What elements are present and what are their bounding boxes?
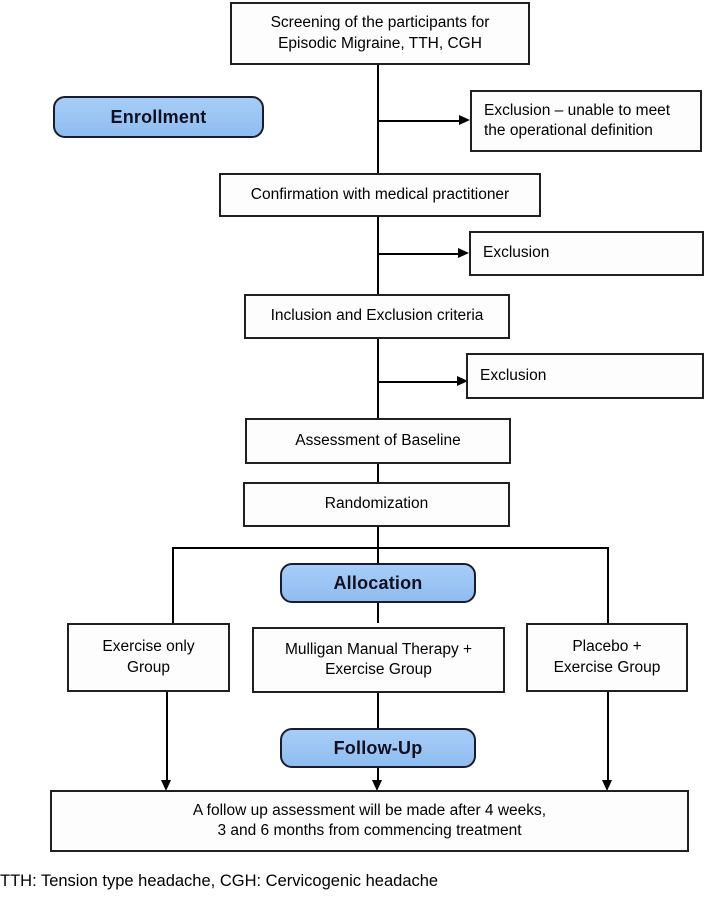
node-followup-outcome-line2: 3 and 6 months from commencing treatment bbox=[217, 822, 522, 839]
node-exclusion-3-label: Exclusion bbox=[480, 366, 547, 384]
arrowhead-outcome-right bbox=[602, 780, 612, 791]
node-screening-line1: Screening of the participants for bbox=[270, 14, 490, 32]
node-exclusion-1-line1: Exclusion – unable to meet bbox=[484, 101, 671, 119]
connector-group-right-to-outcome bbox=[607, 692, 609, 782]
node-criteria-label: Inclusion and Exclusion criteria bbox=[270, 307, 484, 325]
connector-branch-exclusion3 bbox=[377, 381, 459, 383]
connector-allocation-bus bbox=[172, 547, 609, 549]
connector-confirmation-to-criteria bbox=[377, 217, 379, 295]
node-group-exercise-only-line2: Group bbox=[126, 658, 171, 676]
node-baseline: Assessment of Baseline bbox=[245, 418, 511, 464]
node-group-placebo-exercise-line1: Placebo + bbox=[572, 638, 642, 656]
connector-branch-exclusion1 bbox=[377, 120, 461, 122]
arrowhead-exclusion1 bbox=[459, 115, 470, 125]
node-baseline-label: Assessment of Baseline bbox=[295, 431, 461, 449]
node-group-mulligan-exercise-line1: Mulligan Manual Therapy + bbox=[284, 640, 473, 658]
node-randomization: Randomization bbox=[243, 482, 510, 527]
connector-branch-exclusion2 bbox=[377, 253, 460, 255]
stage-badge-allocation-label: Allocation bbox=[333, 572, 423, 593]
node-screening: Screening of the participants for Episod… bbox=[230, 2, 530, 65]
stage-badge-followup: Follow-Up bbox=[280, 728, 476, 768]
stage-badge-enrollment-label: Enrollment bbox=[110, 106, 207, 127]
arrowhead-outcome-left bbox=[161, 780, 171, 791]
node-confirmation: Confirmation with medical practitioner bbox=[219, 173, 541, 217]
arrowhead-exclusion3 bbox=[457, 376, 468, 386]
arrowhead-outcome-middle bbox=[372, 780, 382, 791]
arrowhead-exclusion2 bbox=[458, 248, 469, 258]
node-screening-line2: Episodic Migraine, TTH, CGH bbox=[278, 34, 482, 52]
stage-badge-allocation: Allocation bbox=[280, 563, 476, 603]
node-group-placebo-exercise: Placebo + Exercise Group bbox=[526, 623, 688, 692]
connector-randomization-to-split bbox=[377, 527, 379, 549]
node-group-mulligan-exercise: Mulligan Manual Therapy + Exercise Group bbox=[252, 627, 505, 693]
node-confirmation-label: Confirmation with medical practitioner bbox=[250, 185, 510, 203]
node-exclusion-1-line2: the operational definition bbox=[484, 122, 653, 139]
node-group-exercise-only-line1: Exercise only bbox=[102, 638, 195, 656]
connector-criteria-to-baseline bbox=[377, 339, 379, 419]
footnote-abbreviations: TTH: Tension type headache, CGH: Cervico… bbox=[0, 872, 439, 890]
node-criteria: Inclusion and Exclusion criteria bbox=[244, 294, 510, 339]
connector-group-left-to-outcome bbox=[166, 692, 168, 782]
connector-bus-to-group-right bbox=[607, 547, 609, 623]
node-followup-outcome-line1: A follow up assessment will be made afte… bbox=[192, 801, 547, 819]
node-followup-outcome: A follow up assessment will be made afte… bbox=[50, 790, 689, 852]
node-randomization-label: Randomization bbox=[324, 495, 429, 513]
stage-badge-enrollment: Enrollment bbox=[53, 96, 264, 138]
node-group-placebo-exercise-line2: Exercise Group bbox=[553, 658, 661, 676]
node-exclusion-3: Exclusion bbox=[466, 353, 704, 399]
node-exclusion-1: Exclusion – unable to meet the operation… bbox=[470, 90, 702, 152]
connector-bus-to-group-left bbox=[172, 547, 174, 623]
node-exclusion-2: Exclusion bbox=[469, 231, 704, 276]
connector-baseline-to-randomization bbox=[377, 464, 379, 482]
node-group-exercise-only: Exercise only Group bbox=[67, 623, 230, 692]
node-exclusion-2-label: Exclusion bbox=[483, 244, 550, 262]
connector-screening-to-confirmation bbox=[377, 65, 379, 174]
node-group-mulligan-exercise-line2: Exercise Group bbox=[325, 661, 432, 678]
stage-badge-followup-label: Follow-Up bbox=[333, 737, 423, 758]
